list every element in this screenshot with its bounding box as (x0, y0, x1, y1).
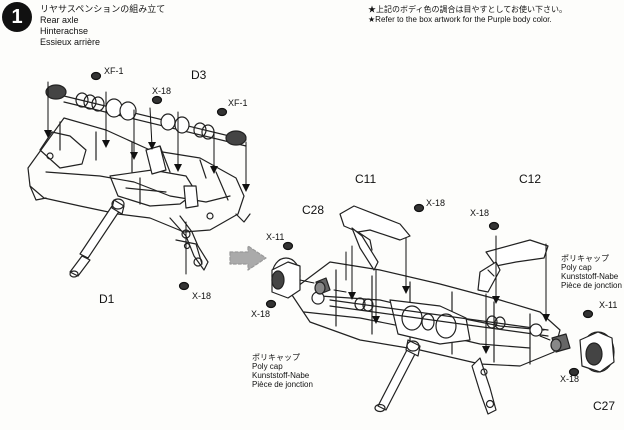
right-lower-arm (471, 357, 497, 415)
label-x11-left: X-11 (266, 232, 285, 242)
label-c11: C11 (355, 172, 377, 186)
assembly-arrow (229, 245, 267, 271)
polycap-ja: ポリキャップ (252, 353, 300, 362)
note-english: ★Refer to the box artwork for the Purple… (368, 15, 552, 24)
left-driveshaft (45, 84, 247, 147)
c28-hub (271, 257, 301, 299)
note-japanese: ★上記のボディ色の調合は目やすとしてお使い下さい。 (368, 5, 567, 14)
label-c27: C27 (593, 399, 616, 413)
shock-absorber-d1 (69, 198, 125, 278)
step-number-badge: 1 (2, 2, 32, 32)
label-xf1-right: XF-1 (228, 98, 248, 108)
c12-part (477, 239, 549, 293)
label-x18-left-bottom: X-18 (192, 291, 212, 301)
label-d1: D1 (99, 292, 115, 306)
c11-part (339, 205, 411, 271)
polycap-en: Poly cap (252, 362, 283, 371)
label-x18-left-top: X-18 (152, 86, 172, 96)
right-subframe (289, 261, 561, 367)
c27-hub (579, 331, 615, 373)
label-d3: D3 (191, 68, 207, 82)
polycap-fr: Pièce de jonction (561, 281, 622, 290)
label-c12: C12 (519, 172, 542, 186)
label-xf1-left: XF-1 (104, 66, 124, 76)
right-shock (374, 339, 421, 413)
title-german: Hinterachse (40, 26, 89, 36)
polycap-de: Kunststoff-Nabe (252, 371, 310, 380)
title-french: Essieux arrière (40, 37, 101, 47)
polycap-note-right: ポリキャップ Poly cap Kunststoff-Nabe Pièce de… (561, 254, 622, 290)
label-x18-c27: X-18 (560, 374, 580, 384)
label-x18-c28: X-18 (251, 309, 271, 319)
title-english: Rear axle (40, 15, 79, 25)
title-japanese: リヤサスペンションの組み立て (40, 4, 166, 14)
polycap-note-left: ポリキャップ Poly cap Kunststoff-Nabe Pièce de… (252, 353, 313, 389)
poly-cap-right (550, 333, 571, 353)
label-c28: C28 (302, 203, 325, 217)
polycap-fr: Pièce de jonction (252, 380, 313, 389)
label-x11-right: X-11 (599, 300, 618, 310)
poly-cap-left (314, 277, 331, 295)
left-subframe (27, 117, 251, 271)
label-x18-c11: X-18 (426, 198, 446, 208)
polycap-ja: ポリキャップ (561, 254, 609, 263)
step-title: リヤサスペンションの組み立て Rear axle Hinterachse Ess… (40, 4, 165, 48)
polycap-de: Kunststoff-Nabe (561, 272, 619, 281)
label-x18-c12: X-18 (470, 208, 490, 218)
polycap-en: Poly cap (561, 263, 592, 272)
color-note: ★上記のボディ色の調合は目やすとしてお使い下さい。 ★Refer to the … (368, 5, 567, 25)
